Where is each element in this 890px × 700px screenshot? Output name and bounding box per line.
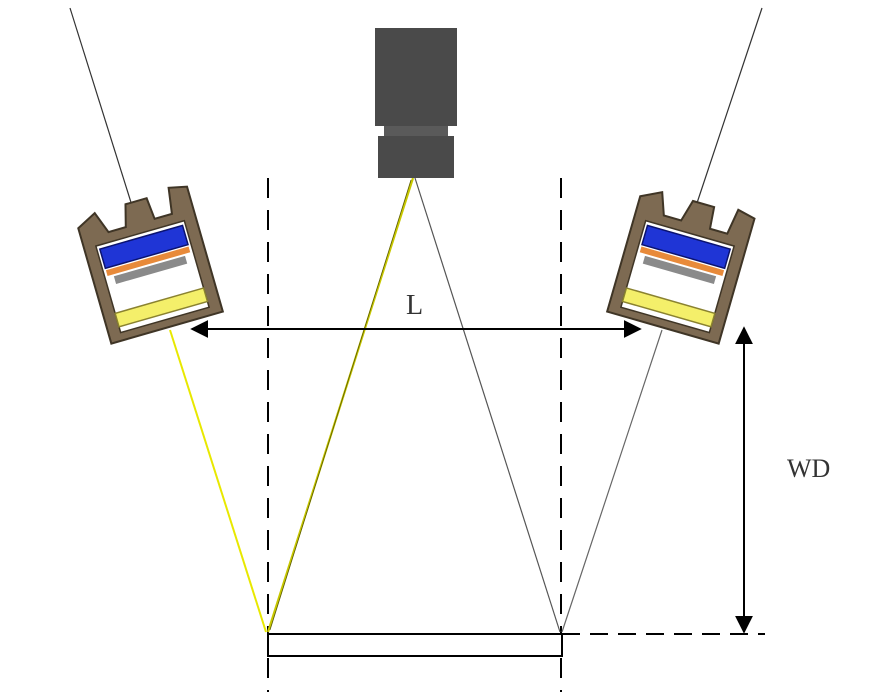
- camera-view-right: [414, 177, 561, 633]
- right-light-beam: [561, 329, 663, 633]
- target-plate-icon: [267, 633, 563, 657]
- left-bar-light-icon: [77, 185, 225, 345]
- camera-view-left-shadow: [269, 179, 412, 631]
- left-light-beam: [169, 329, 267, 633]
- left-mount-wire: [69, 7, 135, 213]
- working-distance-label: WD: [787, 454, 830, 483]
- right-bar-light-icon: [605, 190, 756, 345]
- distance-label: L: [406, 290, 423, 321]
- camera-icon: [375, 28, 457, 178]
- right-mount-wire: [693, 7, 763, 213]
